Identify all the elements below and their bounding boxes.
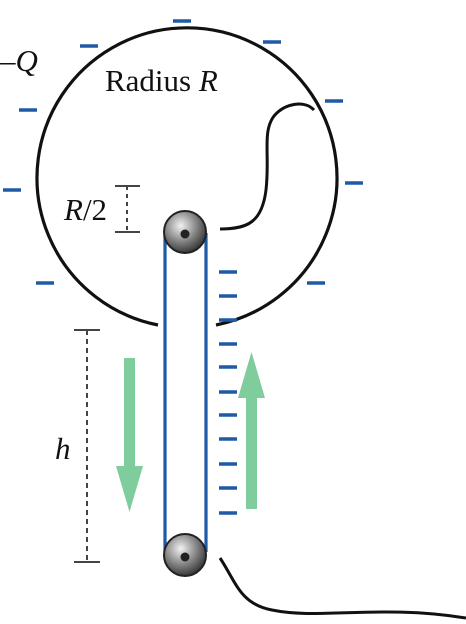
up-arrow-shaft xyxy=(246,392,257,509)
belt-charges xyxy=(219,270,237,515)
sphere-radius-label: Radius R xyxy=(105,63,218,98)
pulley-icon xyxy=(163,533,207,577)
height-label: h xyxy=(55,431,71,466)
down-arrow-shaft xyxy=(124,358,135,476)
bottom-pulley-axle xyxy=(180,552,190,562)
ground-wire xyxy=(218,557,466,620)
arrow-up-icon xyxy=(238,352,265,509)
offset-divisor: /2 xyxy=(83,192,107,227)
sphere-charges xyxy=(3,19,363,285)
offset-symbol: R xyxy=(63,192,83,227)
offset-dimension xyxy=(115,185,140,233)
sphere-radius-word: Radius xyxy=(105,63,199,98)
sphere-wire xyxy=(219,102,316,231)
top-pulley-axle xyxy=(180,229,190,239)
up-arrow-head xyxy=(238,352,265,398)
offset-label: R/2 xyxy=(63,192,107,227)
arrow-down-icon xyxy=(116,358,143,512)
sphere-outline xyxy=(35,26,339,327)
height-dimension xyxy=(74,329,100,563)
charge-symbol: Q xyxy=(16,43,38,78)
charge-label: –Q xyxy=(0,43,38,78)
charge-sign: – xyxy=(0,43,16,78)
pulley-icon xyxy=(163,210,207,254)
sphere-radius-symbol: R xyxy=(198,63,218,98)
down-arrow-head xyxy=(116,466,143,512)
